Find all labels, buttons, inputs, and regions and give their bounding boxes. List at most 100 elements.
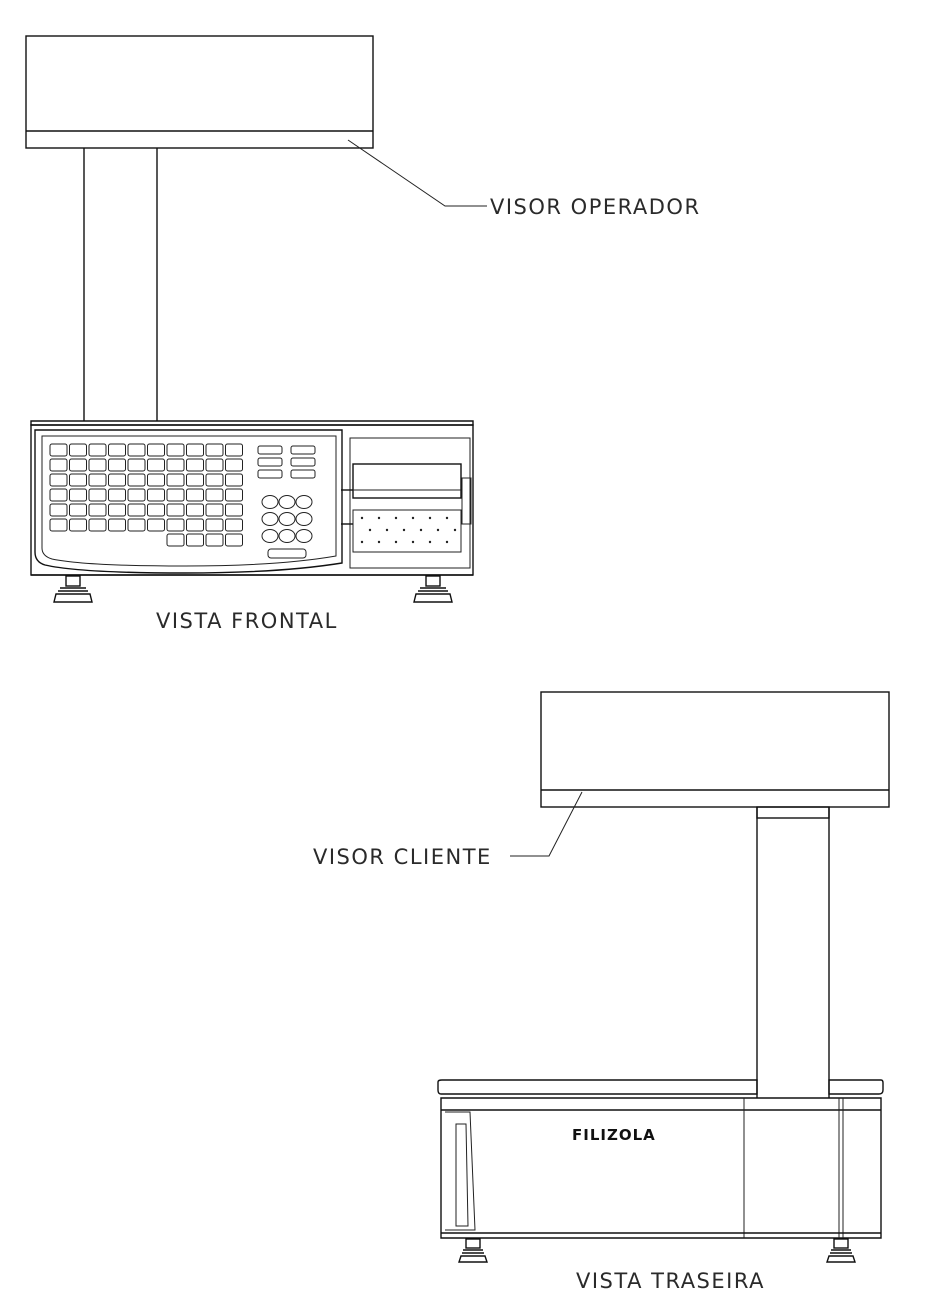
keypad-key [49,488,68,502]
keypad-key [108,458,126,472]
keypad-key [205,473,224,487]
keypad-key [49,518,68,532]
printer-dot [445,516,449,520]
keypad-key [186,518,204,532]
keypad-key [88,503,107,517]
rear-base [437,1079,884,1239]
front-view-label: VISTA FRONTAL [156,609,338,633]
printer-dot [394,516,398,520]
keypad-key [147,503,165,517]
printer-dot [453,528,457,532]
keypad-key [186,533,204,547]
front-foot-right [413,575,453,603]
keypad-key [225,503,243,517]
printer-dot [445,540,449,544]
operator-display-head [25,35,374,149]
keypad-key [205,458,224,472]
printer-dot [377,540,381,544]
function-key [257,469,283,479]
keypad [49,443,316,559]
keypad-key [108,518,126,532]
keypad-key [49,443,68,457]
keypad-key [69,473,87,487]
function-key [257,457,283,467]
printer-dot [368,528,372,532]
function-key [257,445,283,455]
customer-display-head [540,691,890,808]
keypad-key [166,473,185,487]
printer-dot [428,516,432,520]
keypad-key [205,503,224,517]
round-key [295,495,313,509]
keypad-key [225,443,243,457]
keypad-key [88,458,107,472]
keypad-key [147,443,165,457]
keypad-key [225,533,243,547]
keypad-key [108,473,126,487]
printer-dot [402,528,406,532]
keypad-key [88,488,107,502]
keypad-key [69,503,87,517]
function-key [290,457,316,467]
keypad-key [147,473,165,487]
function-key [290,445,316,455]
keypad-key [225,458,243,472]
keypad-key [127,488,146,502]
keypad-key [127,458,146,472]
front-base [30,420,474,576]
keypad-key [186,458,204,472]
keypad-key [108,503,126,517]
keypad-key [186,503,204,517]
keypad-key [69,443,87,457]
keypad-key [186,443,204,457]
operator-display-leader [347,139,487,207]
keypad-key [205,488,224,502]
keypad-key [127,518,146,532]
rear-foot-right [826,1238,856,1263]
keypad-key [108,443,126,457]
printer-dot [428,540,432,544]
keypad-key [49,503,68,517]
printer-dot [377,516,381,520]
printer-dot [360,540,364,544]
rear-foot-left [458,1238,488,1263]
printer-dot [411,540,415,544]
keypad-key [127,443,146,457]
keypad-key [147,518,165,532]
round-key [261,512,279,526]
keypad-key [49,473,68,487]
keypad-key [166,533,185,547]
customer-display-leader [510,791,583,857]
front-column [83,148,158,421]
keypad-key [127,503,146,517]
rear-view-label: VISTA TRASEIRA [576,1269,765,1293]
printer-dots [360,516,457,544]
rear-column [756,806,830,1098]
round-key [261,529,279,543]
function-key [290,469,316,479]
keypad-key [69,458,87,472]
keypad-key [69,488,87,502]
keypad-key [225,488,243,502]
keypad-key [166,518,185,532]
enter-key [267,548,307,559]
front-view: VISOR OPERADOR [25,35,701,633]
front-foot-left [53,575,93,603]
operator-display-label: VISOR OPERADOR [490,195,701,219]
keypad-key [88,473,107,487]
keypad-key [166,443,185,457]
round-key [261,495,279,509]
round-key [295,529,313,543]
printer-dot [436,528,440,532]
round-key [278,529,296,543]
keypad-key [147,488,165,502]
keypad-key [166,458,185,472]
customer-display-label: VISOR CLIENTE [313,845,492,869]
keypad-key [166,488,185,502]
printer-dot [385,528,389,532]
keypad-key [69,518,87,532]
rear-view: VISOR CLIENTE FILIZOLA [313,691,890,1293]
keypad-key [88,443,107,457]
printer-dot [411,516,415,520]
